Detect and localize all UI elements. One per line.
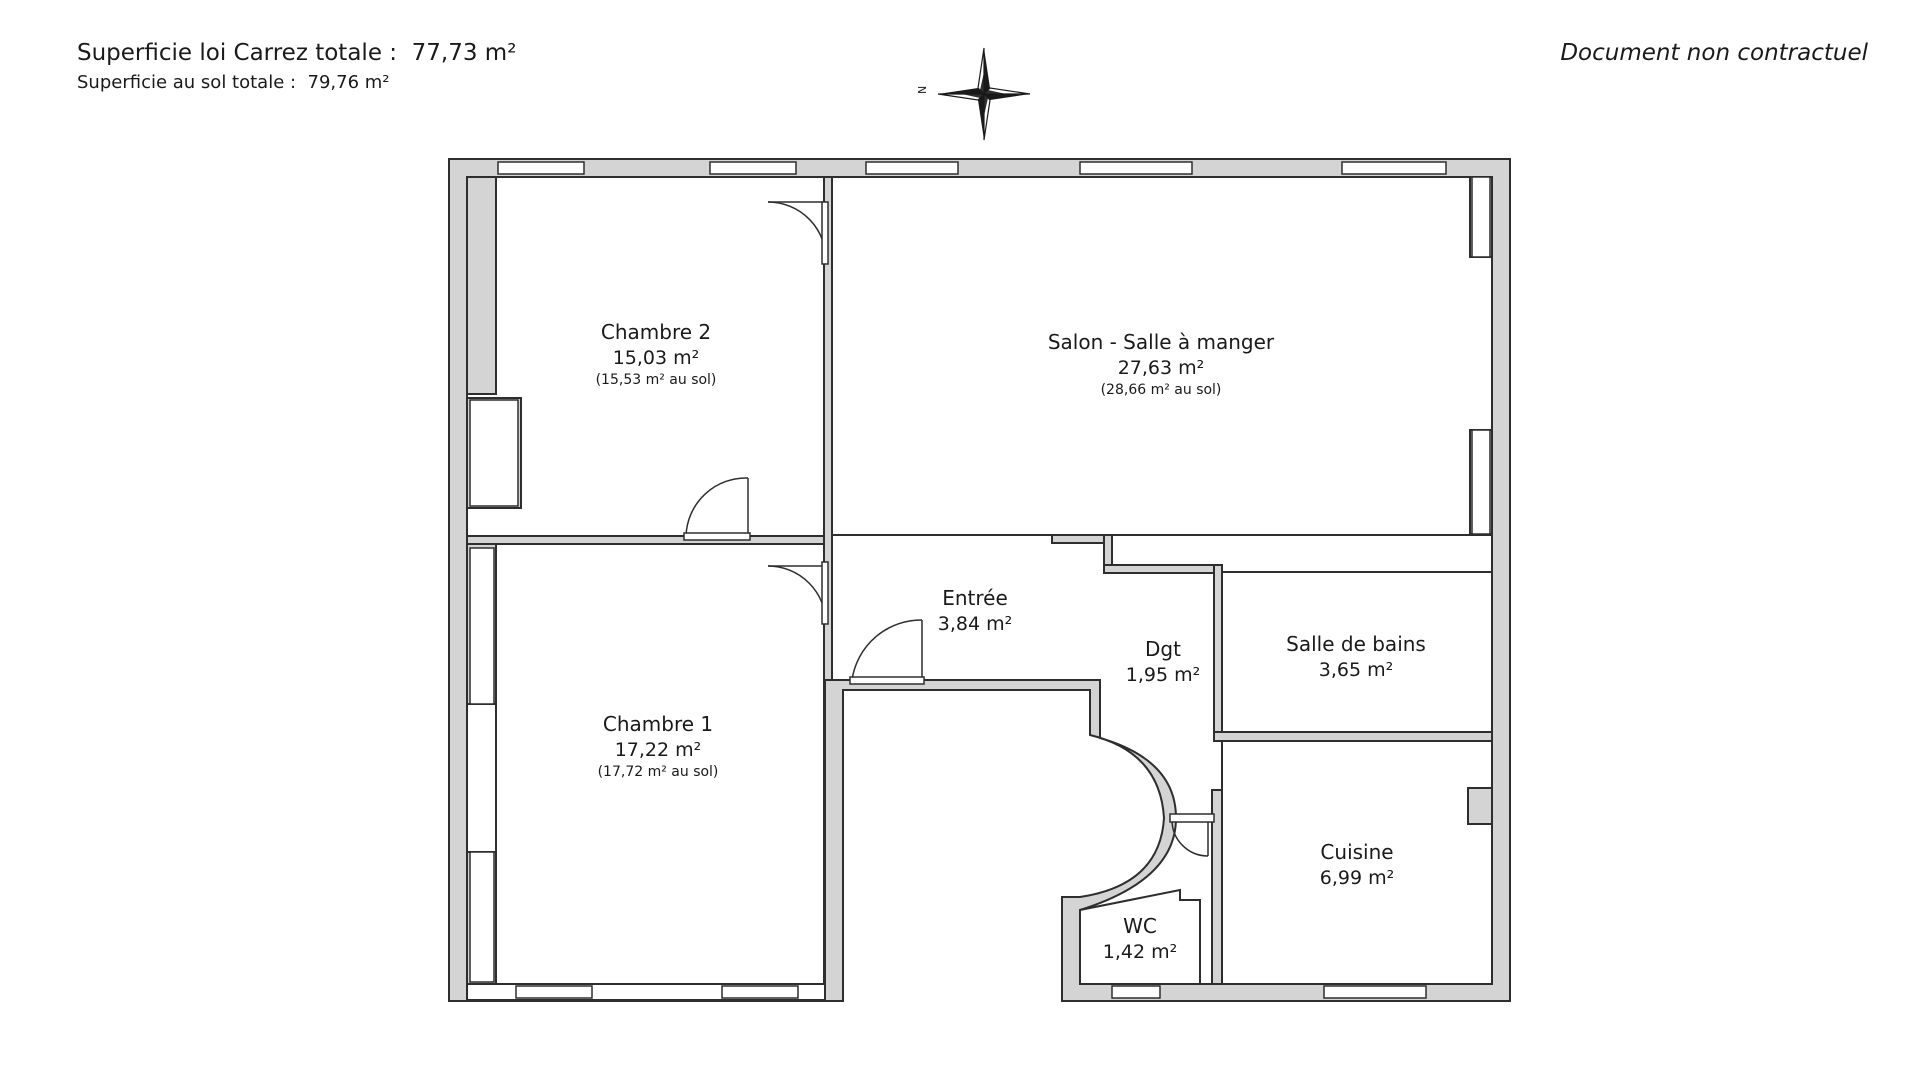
room-area: 17,22 m² [615, 739, 702, 761]
doors [683, 201, 1215, 857]
room-name: Salle de bains [1286, 632, 1426, 656]
room-label-chambre-2: Chambre 2 15,03 m² (15,53 m² au sol) [596, 320, 717, 388]
room-name: Salon - Salle à manger [1048, 330, 1275, 354]
room-name: WC [1123, 914, 1157, 938]
room-name: Chambre 2 [601, 320, 711, 344]
room-name: Dgt [1145, 637, 1181, 661]
disclaimer: Document non contractuel [1560, 40, 1868, 66]
room-area: 1,95 m² [1126, 664, 1200, 686]
room-label-cuisine: Cuisine 6,99 m² [1320, 840, 1394, 889]
room-name: Entrée [942, 586, 1008, 610]
windows [469, 161, 1491, 999]
room-label-chambre-1: Chambre 1 17,22 m² (17,72 m² au sol) [598, 712, 719, 780]
carrez-label: Superficie loi Carrez totale : [77, 40, 398, 66]
sol-value: 79,76 m² [307, 72, 390, 93]
room-fills [466, 176, 1493, 985]
room-floor-area: (17,72 m² au sol) [598, 764, 719, 780]
total-floor-area: Superficie au sol totale : 79,76 m² [77, 72, 390, 93]
room-area: 3,84 m² [938, 613, 1012, 635]
sol-label: Superficie au sol totale : [77, 72, 297, 93]
total-carrez-area: Superficie loi Carrez totale : 77,73 m² [77, 40, 516, 66]
carrez-value: 77,73 m² [411, 40, 517, 66]
room-label-salon: Salon - Salle à manger 27,63 m² (28,66 m… [1048, 330, 1275, 398]
room-floor-area: (15,53 m² au sol) [596, 372, 717, 388]
compass-rose-icon [937, 47, 1031, 141]
room-label-dgt: Dgt 1,95 m² [1126, 637, 1200, 686]
room-area: 15,03 m² [613, 347, 700, 369]
compass-north-letter: N [916, 86, 929, 94]
room-area: 1,42 m² [1103, 941, 1177, 963]
room-label-wc: WC 1,42 m² [1103, 914, 1177, 963]
room-name: Cuisine [1320, 840, 1393, 864]
room-label-entree: Entrée 3,84 m² [938, 586, 1012, 635]
room-area: 27,63 m² [1118, 357, 1205, 379]
room-area: 3,65 m² [1319, 659, 1393, 681]
room-name: Chambre 1 [603, 712, 713, 736]
room-area: 6,99 m² [1320, 867, 1394, 889]
room-label-salle-de-bains: Salle de bains 3,65 m² [1286, 632, 1426, 681]
room-floor-area: (28,66 m² au sol) [1101, 382, 1222, 398]
